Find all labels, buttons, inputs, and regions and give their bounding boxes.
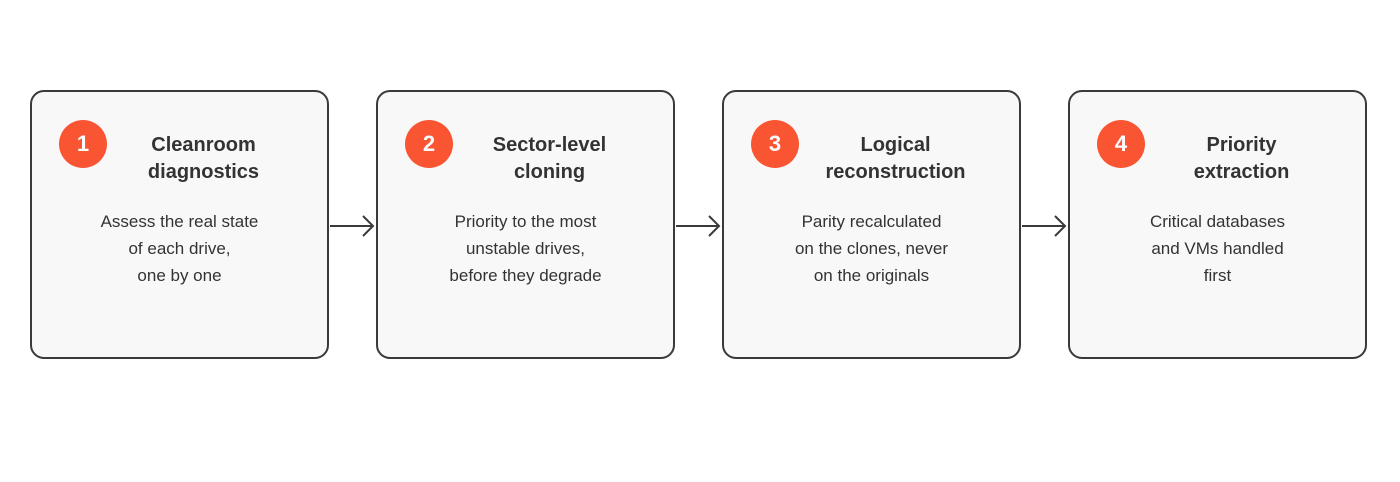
- step-card-3: 3 Logical reconstruction Parity recalcul…: [722, 90, 1021, 359]
- step-number-badge: 1: [59, 120, 107, 168]
- step-description: Priority to the most unstable drives, be…: [449, 212, 602, 285]
- step-card-1: 1 Cleanroom diagnostics Assess the real …: [30, 90, 329, 359]
- step-card-4: 4 Priority extraction Critical databases…: [1068, 90, 1367, 359]
- step-title: Sector-level cloning: [492, 134, 607, 183]
- step-title: Logical reconstruction: [825, 134, 966, 183]
- step-number-badge: 3: [751, 120, 799, 168]
- step-description: Parity recalculated on the clones, never…: [794, 212, 949, 285]
- step-description: Assess the real state of each drive, one…: [100, 212, 259, 285]
- arrow-right-icon: [1022, 215, 1067, 237]
- step-number-badge: 4: [1097, 120, 1145, 168]
- arrow-right-icon: [330, 215, 375, 237]
- step-title: Cleanroom diagnostics: [147, 134, 260, 183]
- step-card-2: 2 Sector-level cloning Priority to the m…: [376, 90, 675, 359]
- step-description: Critical databases and VMs handled first: [1149, 212, 1286, 285]
- step-title: Priority extraction: [1193, 134, 1290, 183]
- arrow-right-icon: [676, 215, 721, 237]
- step-number-badge: 2: [405, 120, 453, 168]
